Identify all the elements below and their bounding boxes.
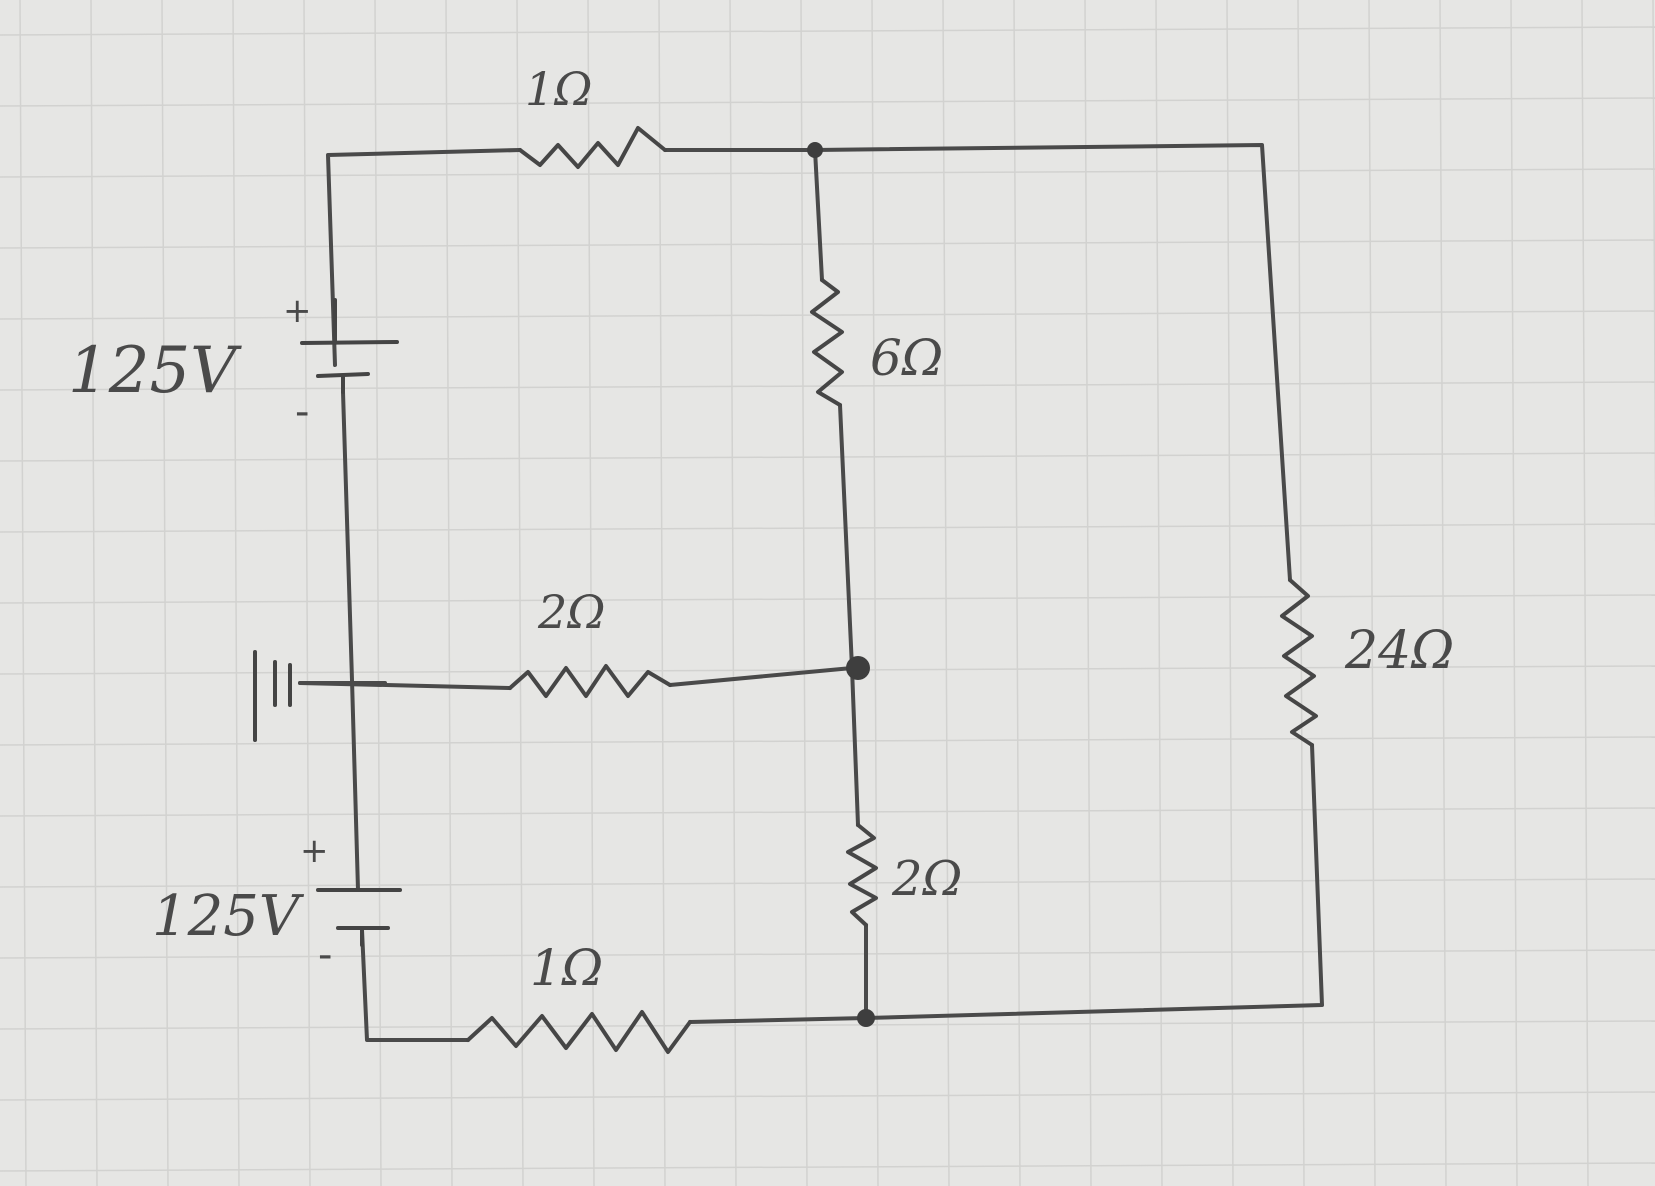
label-r-lower-2ohm: 2Ω <box>891 851 962 907</box>
label-r-6ohm: 6Ω <box>870 329 943 387</box>
label-source-bottom-minus: - <box>318 932 332 978</box>
wire-bottom-left <box>360 928 470 1042</box>
resistor-top-1ohm <box>518 126 667 169</box>
label-source-bottom-plus: + <box>300 831 329 871</box>
label-r-top: 1Ω <box>525 62 592 116</box>
grid-line-vertical <box>800 0 808 1186</box>
grid-line-horizontal <box>0 878 1655 888</box>
resistor-24ohm <box>1280 578 1318 747</box>
grid-line-horizontal <box>0 452 1655 462</box>
wire-middle-right <box>668 666 854 687</box>
grid-line-vertical <box>303 0 311 1186</box>
grid-line-vertical <box>1155 0 1163 1186</box>
grid-line-vertical <box>1368 0 1376 1186</box>
label-r-bottom: 1Ω <box>530 939 603 997</box>
battery-top <box>300 298 399 394</box>
grid-line-horizontal <box>0 1162 1655 1172</box>
wire-top-right <box>813 143 1292 582</box>
grid-line-vertical <box>1581 0 1589 1186</box>
label-r-24ohm: 24Ω <box>1344 621 1454 681</box>
resistor-lower-2ohm <box>846 823 878 927</box>
grid-line-horizontal <box>0 523 1655 533</box>
grid-line-vertical <box>1510 0 1518 1186</box>
wire-middle-to-lower-resistor <box>850 666 860 827</box>
grid-line-horizontal <box>0 736 1655 746</box>
grid-line-vertical <box>445 0 453 1186</box>
junction-nodes <box>807 142 875 1027</box>
label-r-middle-2ohm: 2Ω <box>537 585 605 639</box>
resistor-bottom-1ohm <box>466 1010 692 1054</box>
grid-line-vertical <box>871 0 879 1186</box>
wire-top-left <box>326 148 522 367</box>
battery-bottom <box>316 888 402 947</box>
grid-line-vertical <box>1084 0 1092 1186</box>
node-bottom <box>857 1009 875 1027</box>
grid-line-vertical <box>942 0 950 1186</box>
grid-line-vertical <box>161 0 169 1186</box>
resistor-middle-2ohm <box>508 664 672 698</box>
grid-line-vertical <box>1439 0 1447 1186</box>
resistor-6ohm <box>810 278 844 407</box>
grid-line-vertical <box>658 0 666 1186</box>
wire-bottom-right <box>688 1016 868 1024</box>
grid-line-horizontal <box>0 949 1655 959</box>
label-source-top-plus: + <box>283 291 312 331</box>
grid-line-horizontal <box>0 594 1655 604</box>
grid-line-vertical <box>1013 0 1021 1186</box>
grid-line-vertical <box>90 0 98 1186</box>
wires <box>298 143 1324 1042</box>
label-source-top-minus: - <box>295 389 309 435</box>
grid-line-vertical <box>516 0 524 1186</box>
resistors <box>466 126 1318 1054</box>
grid-line-vertical <box>374 0 382 1186</box>
grid-line-vertical <box>1652 0 1655 544</box>
grid-line-horizontal <box>0 1091 1655 1101</box>
grid-line-vertical <box>232 0 240 1186</box>
grid-line-horizontal <box>0 239 1655 249</box>
wire-middle-upper <box>813 148 824 282</box>
grid-line-horizontal <box>0 26 1655 36</box>
labels: 1Ω 6Ω 2Ω 2Ω 1Ω 24Ω 125V + - 125V + - <box>68 62 1454 997</box>
grid-line-horizontal <box>0 310 1655 320</box>
grid-line-horizontal <box>0 1020 1655 1030</box>
wire-left-vertical <box>341 390 360 892</box>
ground-symbol <box>253 650 387 742</box>
grid-line-horizontal <box>0 807 1655 817</box>
grid-line-vertical <box>1226 0 1234 1186</box>
grid-line-vertical <box>729 0 737 1186</box>
node-top-middle <box>807 142 823 158</box>
label-source-top: 125V <box>68 334 242 408</box>
wire-right-lower <box>864 743 1324 1020</box>
label-source-bottom: 125V <box>152 884 305 949</box>
wire-middle-lower <box>838 403 854 670</box>
grid-line-vertical <box>19 0 27 1186</box>
grid-line-horizontal <box>0 97 1655 107</box>
grid-line-vertical <box>587 0 595 1186</box>
node-middle <box>846 656 870 680</box>
grid-line-horizontal <box>0 168 1655 178</box>
grid-line-vertical <box>1297 0 1305 1186</box>
battery-top-long-plate <box>300 340 399 345</box>
